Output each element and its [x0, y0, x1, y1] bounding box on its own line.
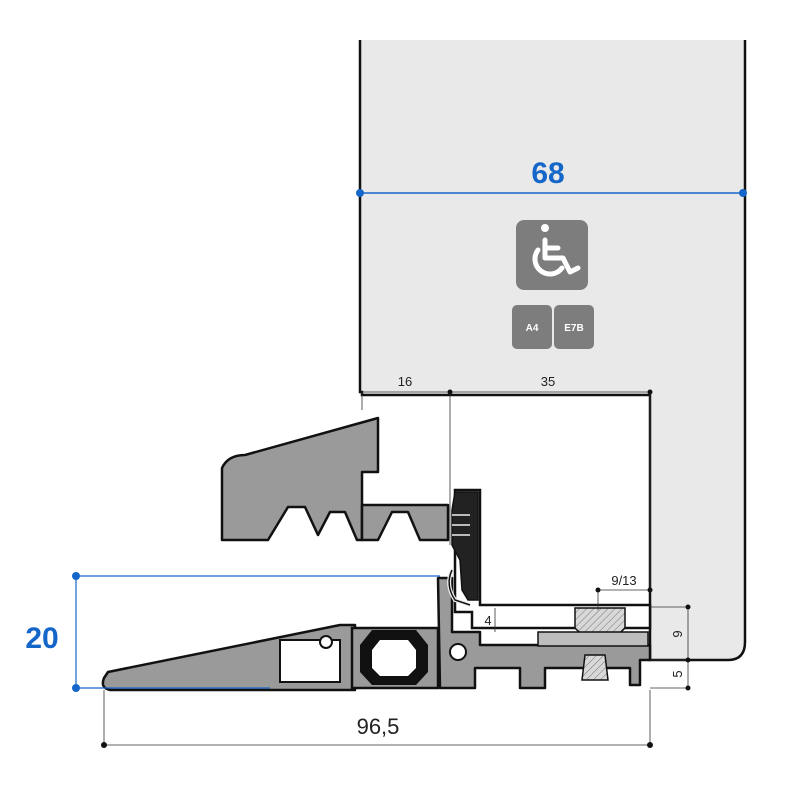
- dim-68-left-dot: [356, 189, 364, 197]
- door-leaf: [358, 40, 747, 662]
- dim-96-5-lines: [103, 690, 651, 746]
- dim-20-label: 20: [25, 622, 58, 655]
- dim-68-label: 68: [531, 157, 564, 190]
- body-screw-port: [449, 643, 467, 661]
- dim-top-lines: [361, 391, 651, 590]
- dim-35-label: 35: [541, 374, 555, 389]
- seal-fins: [452, 514, 470, 536]
- badge-e7b: [554, 305, 594, 349]
- badge-a4: [512, 305, 552, 349]
- dim-35-dot: [647, 389, 653, 395]
- badge-a4-label: A4: [526, 323, 539, 334]
- dim-96-5-right-dot: [647, 742, 653, 748]
- dim-20-top-dot: [72, 572, 80, 580]
- dim-4-label: 4: [484, 613, 491, 628]
- seal-lip-outline: [448, 569, 471, 606]
- dim-9-13-lines: [597, 589, 650, 610]
- dim-5-bottom-dot: [685, 685, 691, 691]
- dim-9-label: 9: [670, 630, 685, 637]
- thermal-break-hole: [372, 640, 416, 676]
- door-sash-profile: [220, 416, 380, 542]
- dim-96-5-label: 96,5: [357, 714, 400, 739]
- dim-right-lines: [650, 606, 690, 689]
- dim-9-13-dot-right: [647, 587, 653, 593]
- seal-strip: [451, 491, 479, 601]
- adjustment-screw: [581, 654, 609, 681]
- dim-9-bottom-dot: [685, 657, 691, 663]
- dim-9-13-label: 9/13: [611, 573, 636, 588]
- dim-68-right-dot: [739, 189, 747, 197]
- dim-9-top-dot: [685, 604, 691, 610]
- door-sash-lower: [360, 503, 450, 542]
- ramp-screw-port: [319, 635, 333, 649]
- adjustment-plate: [537, 631, 649, 647]
- badge-e7b-label: E7B: [564, 323, 583, 334]
- dim-20-lines: [75, 575, 440, 689]
- wheelchair-icon: [532, 224, 581, 277]
- dim-9-13-dot: [595, 587, 601, 593]
- accessibility-badge: [516, 220, 588, 290]
- dim-5-label: 5: [670, 670, 685, 677]
- dim-16-label: 16: [398, 374, 412, 389]
- dim-96-5-left-dot: [101, 742, 107, 748]
- dim-20-bottom-dot: [72, 684, 80, 692]
- dim-16-dot: [447, 389, 453, 395]
